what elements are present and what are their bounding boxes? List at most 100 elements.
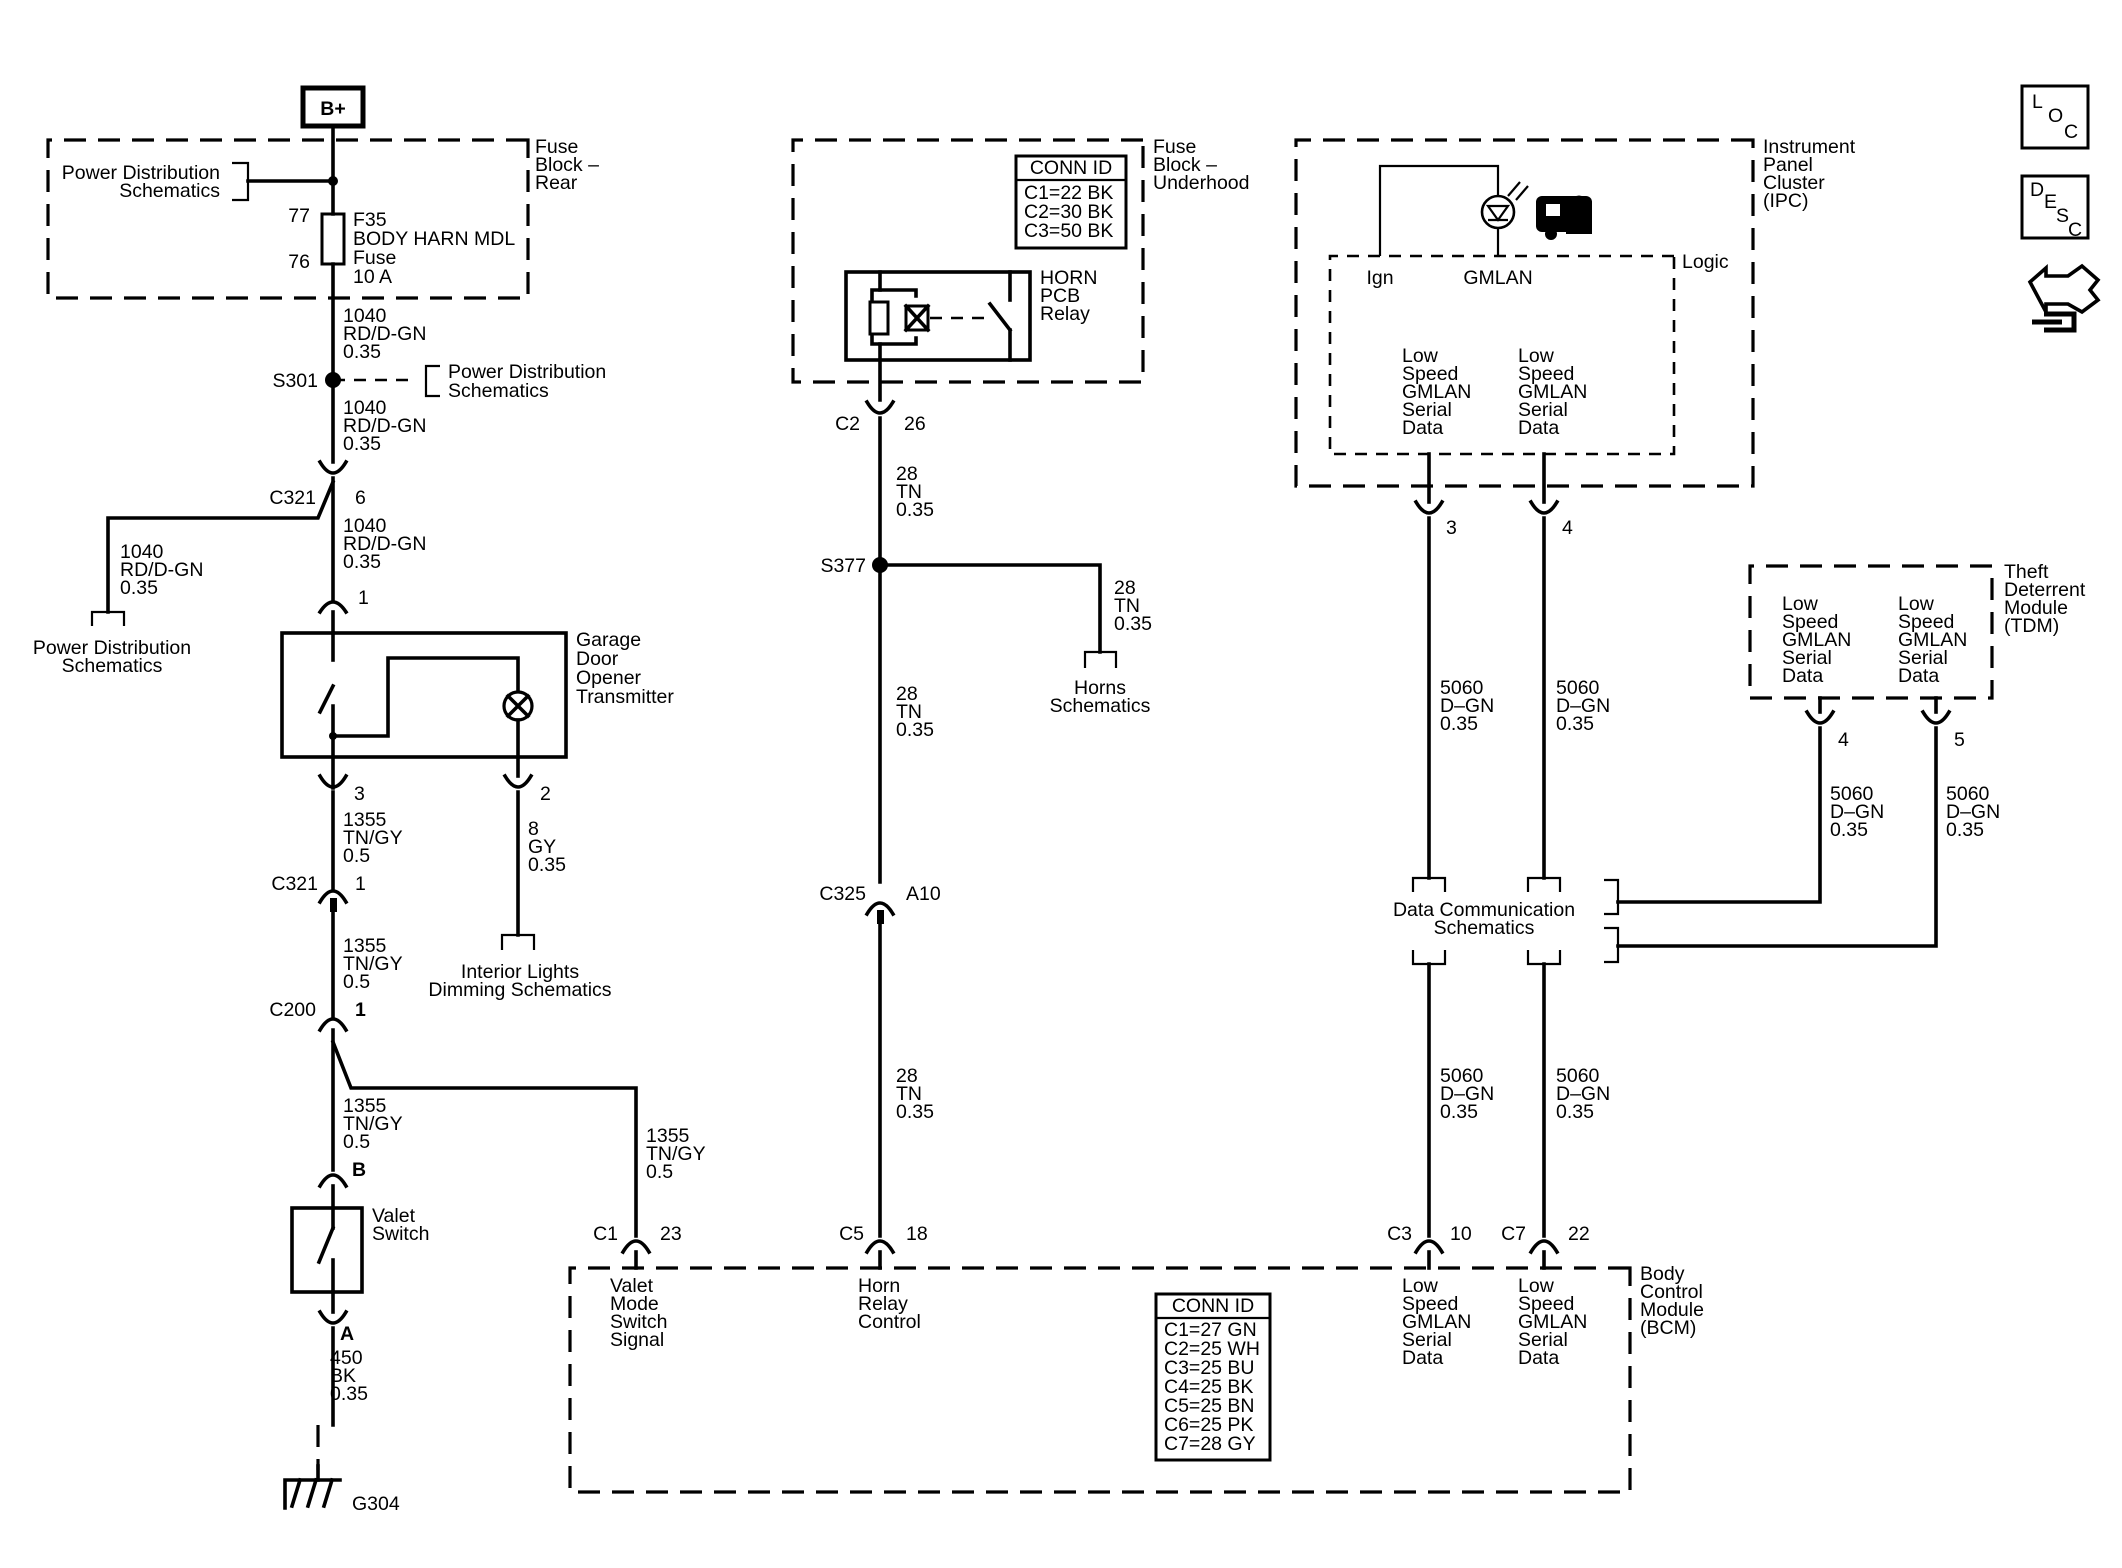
svg-text:5060: 5060 [1440, 677, 1484, 699]
svg-text:E: E [2044, 191, 2057, 213]
data-communication-ref[interactable]: Data Communication Schematics [1393, 876, 1620, 966]
svg-text:1040: 1040 [343, 305, 387, 327]
wire-5060-a: 5060 D–GN 0.35 [1440, 677, 1494, 735]
svg-text:28: 28 [896, 1065, 918, 1087]
svg-text:G304: G304 [352, 1493, 400, 1515]
svg-text:C1: C1 [593, 1223, 618, 1245]
svg-text:Speed: Speed [1898, 611, 1954, 633]
svg-text:BK: BK [330, 1365, 356, 1387]
svg-text:GMLAN: GMLAN [1518, 381, 1587, 403]
fuse-block-underhood: Fuse Block – Underhood [791, 136, 1250, 384]
wire-5060-f: 5060 D–GN 0.35 [1556, 1065, 1610, 1123]
svg-text:Module: Module [1640, 1299, 1704, 1321]
svg-text:GMLAN: GMLAN [1518, 1311, 1587, 1333]
interior-lights-ref-2[interactable]: Dimming Schematics [428, 979, 611, 1001]
svg-text:(BCM): (BCM) [1640, 1317, 1696, 1339]
svg-text:C: C [2068, 219, 2082, 241]
svg-text:TN/GY: TN/GY [343, 827, 403, 849]
svg-text:Serial: Serial [1898, 647, 1948, 669]
svg-text:1355: 1355 [646, 1125, 690, 1147]
svg-text:450: 450 [330, 1347, 363, 1369]
desc-icon[interactable]: D E S C [2020, 174, 2090, 241]
fuse-block-rear-title-3: Rear [535, 172, 578, 194]
wire-28-a: 28 TN 0.35 [896, 463, 934, 521]
svg-text:Data: Data [1402, 417, 1443, 439]
svg-text:(IPC): (IPC) [1763, 190, 1809, 212]
svg-text:Serial: Serial [1402, 1329, 1452, 1351]
svg-text:Door: Door [576, 648, 619, 670]
pds-ref-top-2[interactable]: Schematics [119, 180, 220, 202]
svg-text:Switch: Switch [610, 1311, 667, 1333]
wire-5060-c: 5060 D–GN 0.35 [1830, 783, 1884, 841]
svg-text:5060: 5060 [1556, 1065, 1600, 1087]
connector-c2: C2 [835, 413, 860, 435]
pds-ref-right-1[interactable]: Power Distribution [448, 361, 606, 383]
horns-ref-2[interactable]: Schematics [1050, 695, 1151, 717]
svg-text:Data: Data [1782, 665, 1823, 687]
wire-28-d: 28 TN 0.35 [896, 1065, 934, 1123]
interior-lights-ref-1[interactable]: Interior Lights [461, 961, 579, 983]
svg-text:28: 28 [896, 683, 918, 705]
svg-text:C321: C321 [271, 873, 318, 895]
svg-text:Logic: Logic [1682, 251, 1729, 273]
svg-text:RD/D-GN: RD/D-GN [120, 559, 203, 581]
svg-text:Speed: Speed [1402, 363, 1458, 385]
svg-text:5060: 5060 [1830, 783, 1874, 805]
svg-text:Low: Low [1402, 345, 1439, 367]
svg-text:Horn: Horn [858, 1275, 900, 1297]
svg-text:GMLAN: GMLAN [1898, 629, 1967, 651]
connector-c200-pin1: C200 1 [269, 999, 366, 1033]
door-lock-icon [1536, 195, 1592, 240]
wire-8: 8 GY 0.35 [528, 818, 566, 876]
ipc-data-left: Low Speed GMLAN Serial Data [1402, 345, 1471, 439]
garage-door-opener-transmitter: Garage Door Opener Transmitter [280, 629, 674, 790]
bcm-horn-control: Horn Relay Control [858, 1275, 921, 1333]
svg-text:Data: Data [1518, 417, 1559, 439]
svg-text:C: C [2064, 121, 2078, 143]
svg-text:Data Communication: Data Communication [1393, 899, 1575, 921]
svg-text:0.35: 0.35 [1830, 819, 1868, 841]
pds-ref-left-1[interactable]: Power Distribution [33, 637, 191, 659]
bcm-connector-c3: C3 10 [1387, 1223, 1472, 1270]
connector-c321-pin6: C321 6 [269, 459, 366, 602]
svg-text:RD/D-GN: RD/D-GN [343, 323, 426, 345]
instrument-panel-cluster: Instrument Panel Cluster (IPC) Logic Ign… [1294, 136, 1856, 488]
svg-text:C7: C7 [1501, 1223, 1526, 1245]
svg-text:6: 6 [355, 487, 366, 509]
svg-text:22: 22 [1568, 1223, 1590, 1245]
svg-text:TN/GY: TN/GY [343, 1113, 403, 1135]
svg-text:0.35: 0.35 [896, 719, 934, 741]
pds-ref-top-1[interactable]: Power Distribution [62, 162, 220, 184]
svg-text:Speed: Speed [1782, 611, 1838, 633]
svg-text:10: 10 [1450, 1223, 1472, 1245]
fuse-label-1: F35 [353, 209, 387, 231]
svg-text:Low: Low [1782, 593, 1819, 615]
svg-text:S: S [2056, 205, 2069, 227]
svg-text:Underhood: Underhood [1153, 172, 1250, 194]
underhood-conn-id-table: CONN ID C1=22 BK C2=30 BK C3=50 BK [1014, 154, 1128, 250]
svg-text:C5: C5 [839, 1223, 864, 1245]
pds-ref-left-2[interactable]: Schematics [62, 655, 163, 677]
svg-text:0.5: 0.5 [646, 1161, 673, 1183]
horns-ref-1[interactable]: Horns [1074, 677, 1126, 699]
loc-icon[interactable]: L O C [2020, 84, 2090, 150]
svg-text:0.35: 0.35 [343, 341, 381, 363]
valet-switch: Valet Switch [290, 1184, 429, 1294]
body-control-module: Body Control Module (BCM) [568, 1263, 1704, 1494]
wire-1040-d: 1040 RD/D-GN 0.35 [343, 515, 426, 573]
svg-text:Serial: Serial [1782, 647, 1832, 669]
gdo-pin-2: 2 [540, 783, 551, 805]
svg-text:0.35: 0.35 [343, 551, 381, 573]
wire-1355-c: 1355 TN/GY 0.5 [343, 1095, 403, 1153]
svg-text:1355: 1355 [343, 1095, 387, 1117]
svg-text:Control: Control [1640, 1281, 1703, 1303]
wire-5060-e: 5060 D–GN 0.35 [1440, 1065, 1494, 1123]
svg-text:Speed: Speed [1518, 1293, 1574, 1315]
svg-text:Low: Low [1898, 593, 1935, 615]
svg-text:Deterrent: Deterrent [2004, 579, 2086, 601]
svg-text:0.35: 0.35 [120, 577, 158, 599]
connector-end-view-icon[interactable] [2027, 263, 2101, 333]
pds-ref-right-2[interactable]: Schematics [448, 380, 549, 402]
svg-text:PCB: PCB [1040, 285, 1080, 307]
